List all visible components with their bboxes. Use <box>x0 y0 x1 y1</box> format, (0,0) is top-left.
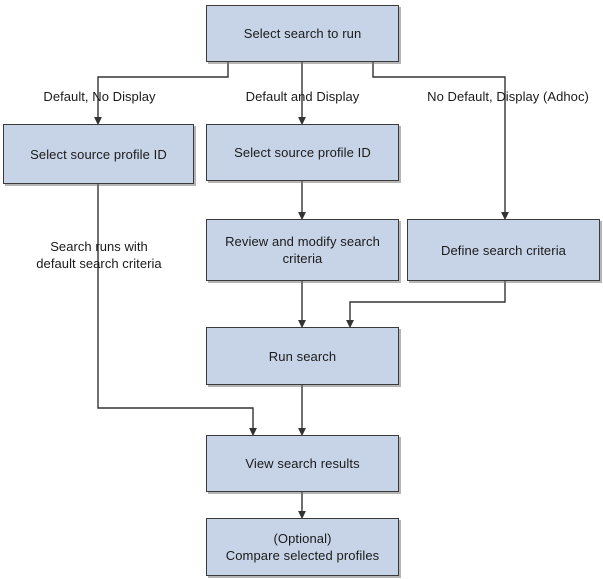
edge-left-profile-to-view-results <box>97 184 257 437</box>
node-review-and-modify-search-criteria[interactable]: Review and modify search criteria <box>206 219 399 281</box>
label-branch-label-default-and-display: Default and Display <box>245 89 360 104</box>
node-label-run-search: Run search <box>268 348 337 364</box>
node-label-select-source-profile-id-left: Select source profile ID <box>30 146 167 162</box>
edge-top-to-right-branch <box>372 62 509 221</box>
label-branch-label-default-no-display: Default, No Display <box>43 89 156 104</box>
node-select-search-to-run[interactable]: Select search to run <box>206 5 399 62</box>
label-note-search-runs-with-default-criteria: Search runs with default search criteria <box>36 239 162 271</box>
connector-group <box>94 62 509 520</box>
node-label-view-search-results: View search results <box>245 456 360 471</box>
node-select-source-profile-id-center[interactable]: Select source profile ID <box>206 124 399 181</box>
node-define-search-criteria[interactable]: Define search criteria <box>407 219 600 281</box>
node-view-search-results[interactable]: View search results <box>206 435 399 492</box>
node-compare-selected-profiles[interactable]: (Optional) Compare selected profiles <box>206 518 399 576</box>
node-label-review-and-modify-search-criteria: Review and modify search criteria <box>225 234 380 266</box>
label-branch-label-no-default-display-adhoc: No Default, Display (Adhoc) <box>427 89 589 104</box>
node-label-define-search-criteria: Define search criteria <box>440 242 567 258</box>
node-run-search[interactable]: Run search <box>206 327 399 385</box>
node-label-select-source-profile-id-center: Select source profile ID <box>234 145 371 160</box>
edge-define-to-run-search <box>346 281 506 329</box>
node-label-select-search-to-run: Select search to run <box>243 26 362 41</box>
node-select-source-profile-id-left[interactable]: Select source profile ID <box>3 124 194 184</box>
edge-top-to-left-branch <box>94 62 229 126</box>
node-label-compare-selected-profiles: (Optional) Compare selected profiles <box>225 531 380 563</box>
